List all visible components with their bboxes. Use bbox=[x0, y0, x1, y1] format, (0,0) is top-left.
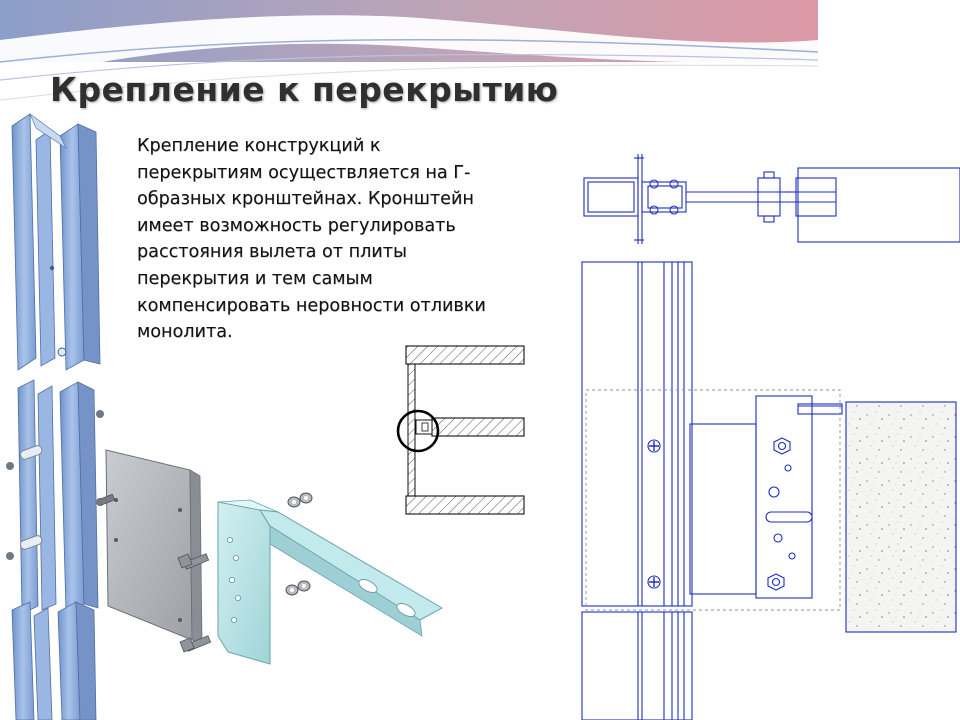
elevation-drawing bbox=[581, 261, 957, 720]
section-detail-drawing bbox=[396, 338, 532, 522]
header-wave-decoration bbox=[0, 0, 960, 120]
plan-view-drawing bbox=[583, 154, 960, 244]
l-bracket-illustration bbox=[100, 449, 444, 665]
body-text: Крепление конструкций к перекрытиям осущ… bbox=[137, 136, 486, 343]
aluminium-profile-illustration bbox=[6, 113, 104, 720]
slide-title: Крепление к перекрытию bbox=[50, 70, 559, 109]
